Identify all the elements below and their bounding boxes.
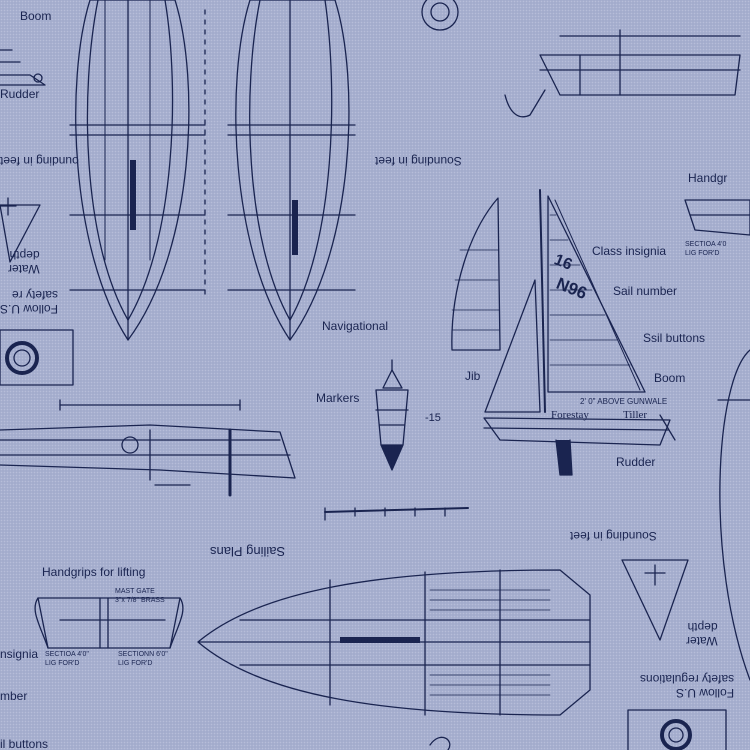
- label-rudder-right: Rudder: [616, 455, 656, 469]
- label-markers: Markers: [316, 391, 360, 405]
- label-class-insignia: Class insignia: [592, 244, 667, 258]
- label-mber: mber: [0, 689, 28, 703]
- label-sail-number: Sail number: [613, 284, 678, 298]
- buoy-marker-icon: [375, 359, 409, 471]
- label-handgrips-right: Handgr: [688, 171, 728, 185]
- label-tiller: Tiller: [623, 409, 648, 421]
- label-sounding-mid: Sounding in feet: [570, 529, 657, 543]
- label-above-gunwale: 2' 0" ABOVE GUNWALE: [580, 397, 668, 406]
- label-nsignia: nsignia: [0, 647, 39, 661]
- hull-plan-drawing: [717, 349, 750, 681]
- life-ring-icon: [0, 329, 74, 386]
- label-sounding-top: Sounding in feet: [375, 154, 462, 168]
- label-il-buttons: il buttons: [0, 737, 49, 750]
- hull-plan-drawing: [0, 399, 296, 497]
- hull-plan-drawing: [197, 569, 591, 716]
- label-handgrips-left: Handgrips for lifting: [42, 565, 146, 579]
- scale-bar: [324, 507, 469, 521]
- label-rudder: Rudder: [0, 87, 40, 101]
- handgrips-boat-drawing: [34, 597, 184, 649]
- label-jib: Jib: [465, 369, 481, 383]
- sailboat-drawing: [451, 189, 676, 476]
- handgrips-boat-drawing: [684, 199, 750, 236]
- label-forestay: Forestay: [551, 409, 589, 421]
- sailboat-drawing: [0, 49, 46, 86]
- life-ring-icon: [627, 709, 727, 750]
- label-sailing-plans: Sailing Plans: [210, 544, 286, 559]
- compass-rose-icon: [421, 0, 459, 31]
- label-section-left: SECTIOA 4'0"LIG FOR'D: [45, 651, 89, 667]
- anchor-icon: [504, 89, 546, 118]
- label-section-right: SECTIONN 6'0"LIG FOR'D: [118, 651, 168, 667]
- label-boom-right: Boom: [654, 371, 686, 385]
- label-boom: Boom: [20, 9, 52, 23]
- rudder-icon: [0, 197, 41, 263]
- hull-plan-drawing: [69, 0, 206, 341]
- label-marker-number: -15: [425, 412, 441, 424]
- anchor-icon: [429, 736, 451, 750]
- rudder-icon: [621, 559, 689, 641]
- hull-plan-drawing: [539, 29, 741, 96]
- hull-plan-drawing: [227, 0, 356, 341]
- label-sail-buttons: Ssil buttons: [643, 331, 706, 345]
- label-sounding-left: ounding in feet: [0, 154, 79, 168]
- label-navigational: Navigational: [322, 319, 389, 333]
